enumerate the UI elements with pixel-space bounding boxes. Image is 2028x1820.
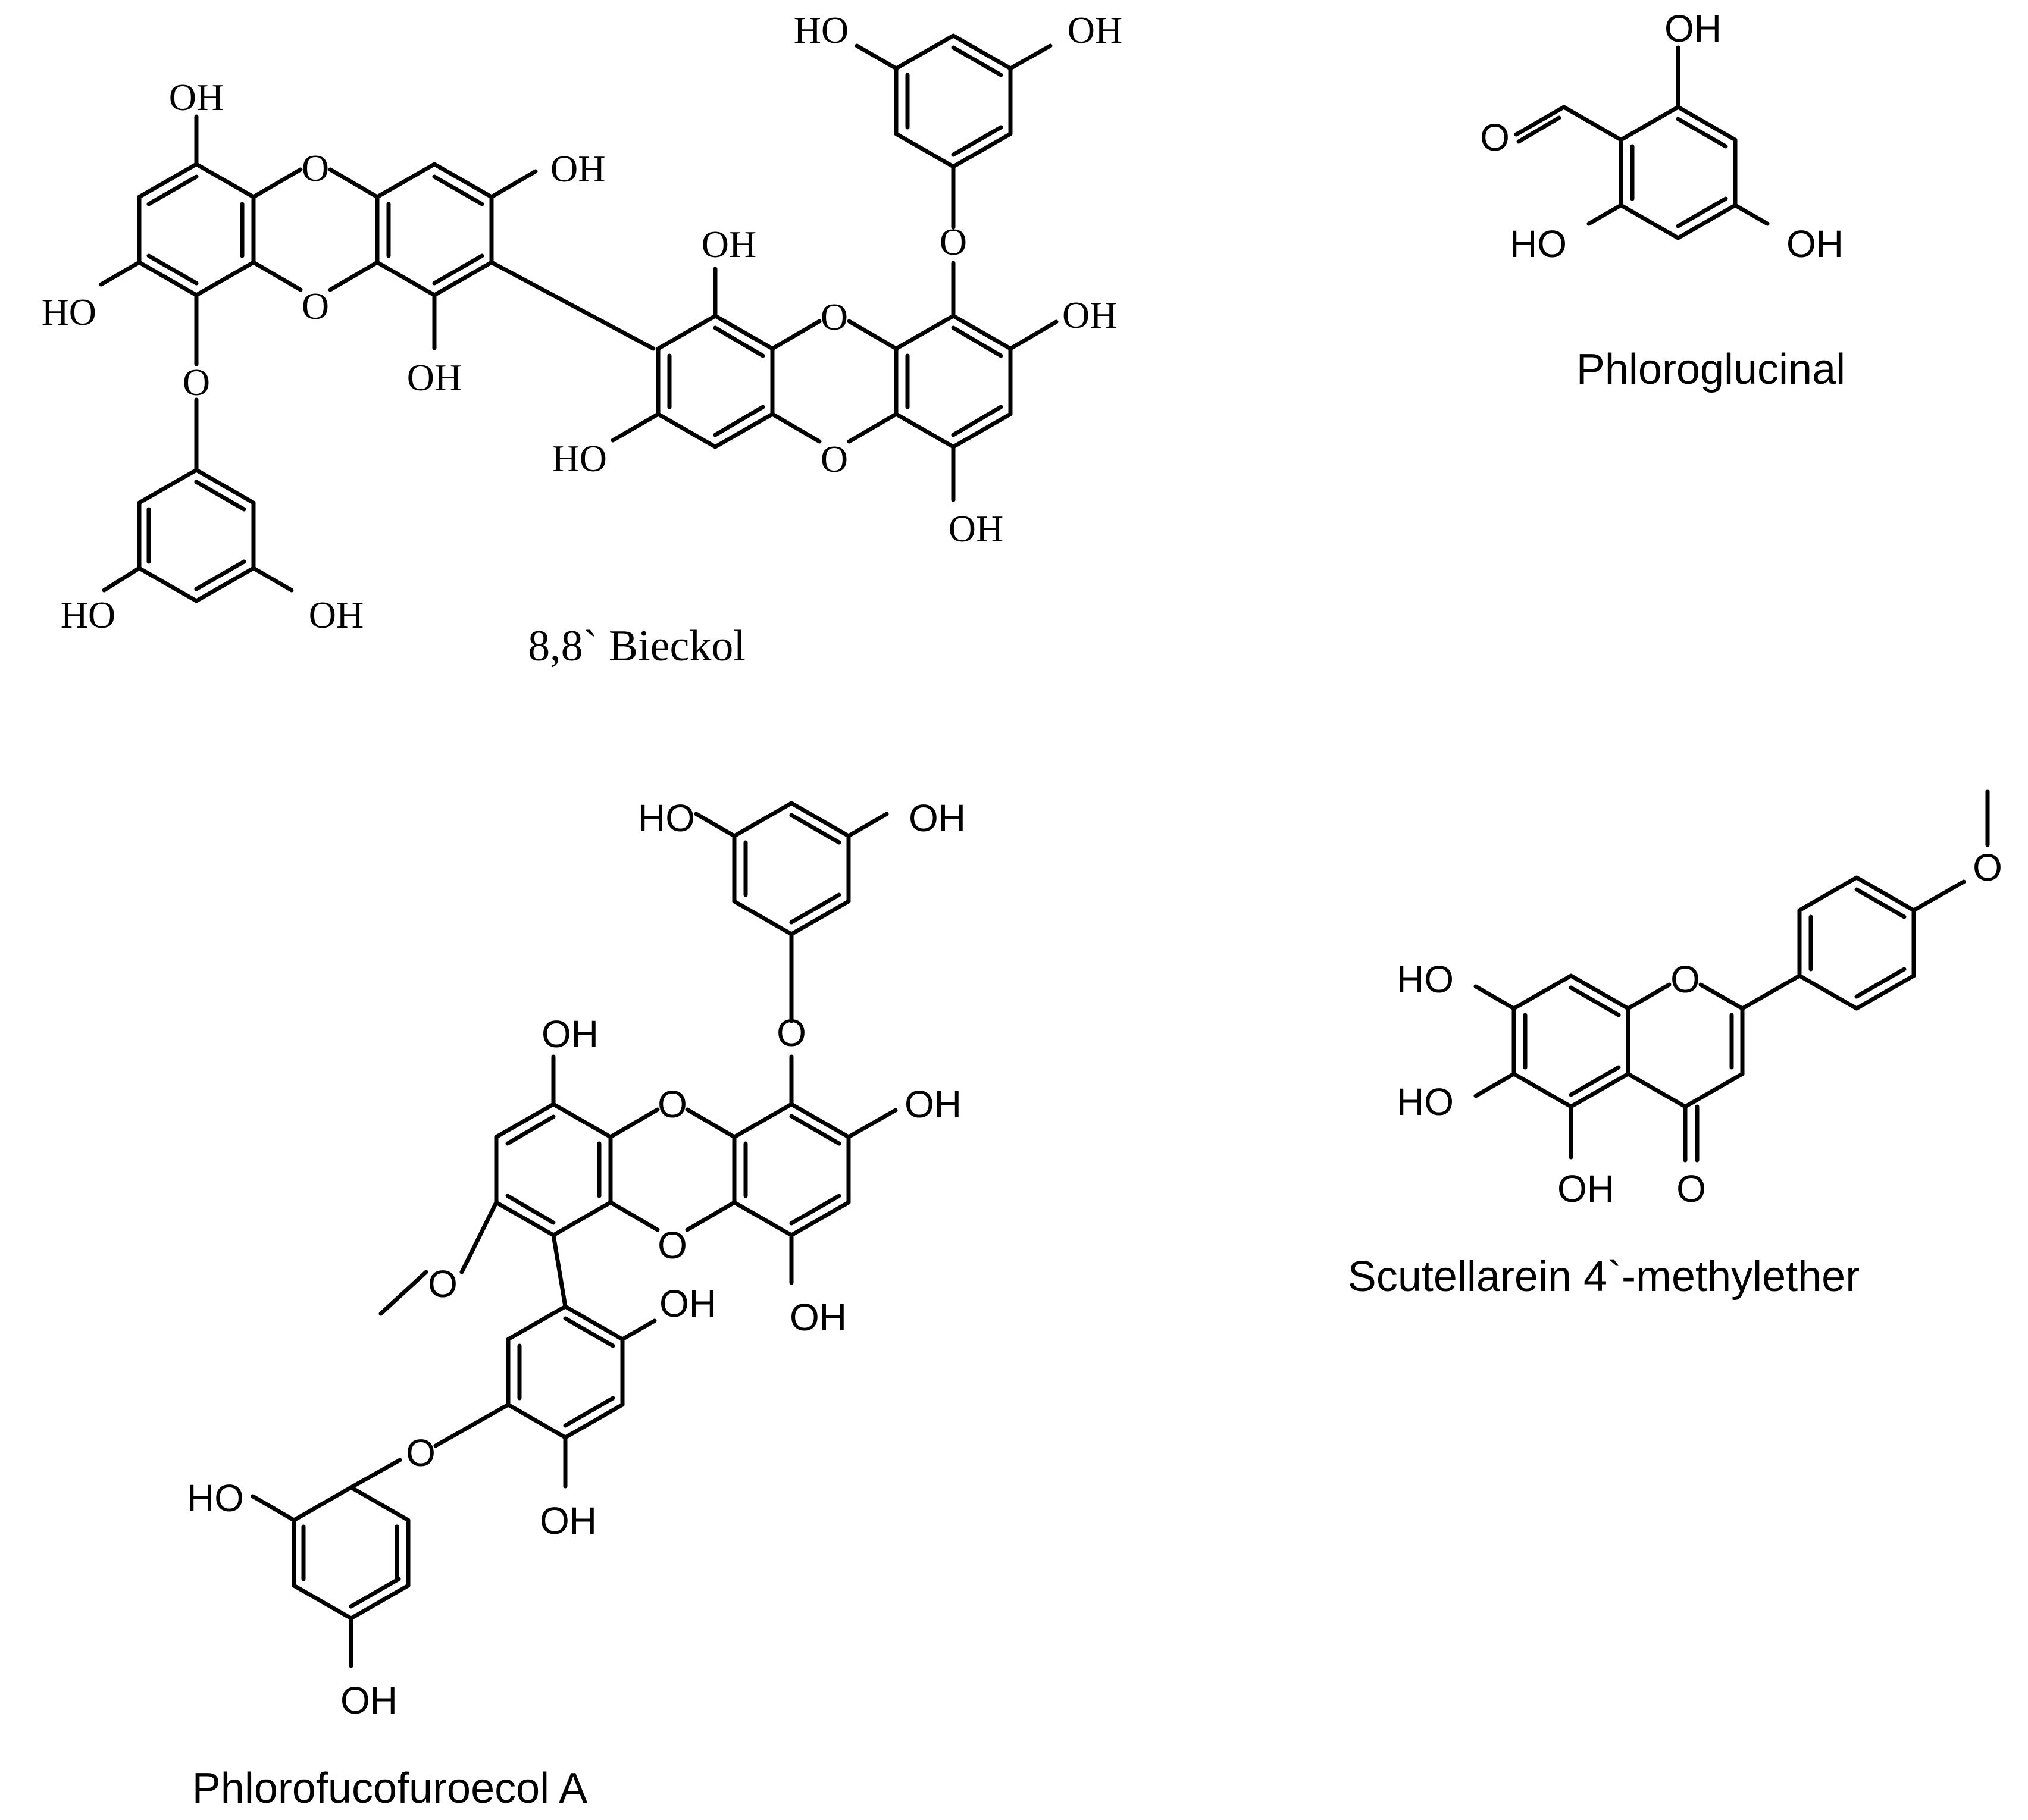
pff-oh-4: OH (905, 1083, 962, 1126)
structure-phlorofucofuroecol: HO OH O OH O OH O O OH OH O OH HO OH Phl… (187, 797, 966, 1812)
bieckol-ho-8: HO (552, 437, 607, 480)
pff-ring-d (732, 1102, 851, 1238)
scutellarein-name: Scutellarein 4`-methylether (1348, 1253, 1860, 1301)
bieckol-o-3: O (183, 361, 210, 403)
bieckol-ring-lower (137, 468, 256, 603)
scut-ho-6: HO (1397, 1080, 1454, 1123)
bieckol-ring-b2 (894, 314, 1013, 449)
scut-o-methoxy: O (1973, 846, 2002, 889)
bieckol-o-5: O (821, 438, 848, 480)
pff-oh-2: OH (909, 797, 966, 839)
phlorofucofuroecol-name: Phlorofucofuroecol A (192, 1765, 587, 1812)
bieckol-o-4: O (821, 296, 848, 338)
bieckol-ho-5: HO (61, 594, 115, 636)
scut-o-carbonyl: O (1676, 1167, 1706, 1210)
bieckol-oh-2: OH (550, 148, 605, 190)
phloroglucinal-ho-2: HO (1510, 223, 1567, 265)
pff-o-furan: O (428, 1263, 458, 1305)
scut-ho-7: HO (1397, 958, 1454, 1001)
phloroglucinal-o-aldehyde: O (1480, 116, 1510, 159)
bieckol-oh-12: OH (1068, 9, 1122, 51)
bieckol-oh-1: OH (169, 76, 224, 118)
scut-ring-b (1797, 875, 1916, 1011)
bieckol-ho-3: HO (42, 291, 96, 333)
pff-o-2: O (658, 1083, 687, 1126)
bieckol-oh-7: OH (702, 223, 756, 265)
bieckol-oh-9: OH (1062, 294, 1117, 336)
bieckol-oh-6: OH (309, 594, 364, 636)
bieckol-ring-b1 (656, 314, 775, 449)
bieckol-ring-upper (894, 33, 1013, 169)
scut-ring-a (1511, 973, 1630, 1109)
pff-ring-upper (732, 801, 851, 936)
pff-o-1: O (777, 1011, 806, 1054)
phloroglucinal-ring (1619, 105, 1738, 240)
pff-oh-9: OH (340, 1679, 398, 1722)
bieckol-o-2: O (302, 285, 329, 327)
bieckol-ring-a1 (137, 162, 256, 297)
pff-oh-5: OH (659, 1282, 716, 1325)
bieckol-ho-11: HO (794, 9, 849, 51)
bieckol-oh-10: OH (949, 508, 1003, 550)
bieckol-name: 8,8` Bieckol (528, 622, 746, 671)
pff-ring-c (494, 1102, 613, 1238)
pff-o-4: O (406, 1431, 436, 1474)
structure-scutellarein: HO HO OH O O O Scutellarein 4`-methyleth… (1348, 789, 2002, 1301)
scut-oh-5: OH (1557, 1167, 1614, 1210)
bieckol-o-1: O (302, 147, 329, 189)
bieckol-oh-4: OH (407, 356, 462, 399)
pff-ho-1: HO (638, 797, 695, 839)
pff-ho-8: HO (187, 1477, 244, 1520)
phloroglucinal-name: Phloroglucinal (1576, 346, 1845, 393)
phloroglucinal-oh-3: OH (1786, 223, 1844, 265)
bieckol-ring-a2 (375, 162, 494, 297)
pff-ring-lower (292, 1485, 411, 1621)
pff-oh-3: OH (542, 1013, 599, 1055)
pff-oh-6: OH (790, 1296, 847, 1339)
structure-bieckol: OH OH HO O O OH O HO OH OH HO O O O OH O… (42, 9, 1123, 671)
pff-ring-e (506, 1304, 625, 1440)
bieckol-o-6: O (940, 221, 967, 263)
scut-o-ring: O (1670, 958, 1700, 1001)
phloroglucinal-oh-1: OH (1664, 7, 1722, 50)
pff-oh-7: OH (540, 1499, 597, 1542)
structure-phloroglucinal: OH O HO OH Phloroglucinal (1480, 7, 1845, 393)
pff-o-3: O (658, 1224, 687, 1267)
